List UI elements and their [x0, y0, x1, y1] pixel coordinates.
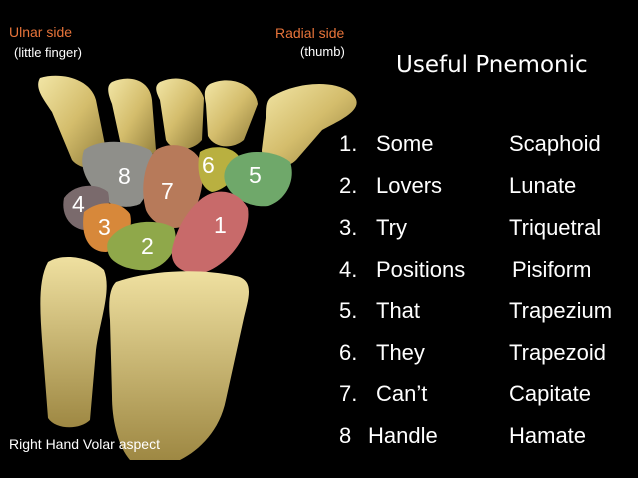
item-number: 3. — [339, 215, 358, 240]
ulnar-side-label: Ulnar side — [9, 24, 73, 40]
item-word: They — [376, 340, 425, 365]
thumb-label: (thumb) — [300, 44, 345, 59]
view-caption: Right Hand Volar aspect — [9, 436, 160, 452]
item-word: Handle — [368, 423, 438, 448]
item-bone: Trapezium — [509, 298, 613, 323]
lunate-bone — [107, 221, 176, 271]
item-word: Can’t — [376, 381, 428, 406]
bone-marker-2: 2 — [141, 233, 154, 259]
bone-marker-7: 7 — [161, 178, 174, 204]
list-item: 5. That — [339, 298, 420, 324]
item-number: 1. — [339, 131, 358, 156]
bone-marker-8: 8 — [118, 163, 131, 189]
list-item: 1. Some — [339, 131, 433, 157]
radius-bone — [109, 271, 249, 460]
item-number: 6. — [339, 340, 358, 365]
item-word: That — [376, 298, 421, 323]
item-bone: Trapezoid — [509, 340, 607, 365]
item-word: Lovers — [376, 173, 443, 198]
item-number: 8 — [339, 423, 352, 448]
item-bone: Triquetral — [509, 215, 602, 240]
bone-marker-3: 3 — [98, 214, 111, 240]
item-bone: Scaphoid — [509, 131, 601, 156]
item-number: 5. — [339, 298, 358, 323]
mnemonic-title: Useful Pnemonic — [396, 52, 588, 78]
item-word: Try — [376, 215, 407, 240]
list-item: 2. Lovers — [339, 173, 442, 199]
list-item: 8 Handle — [339, 423, 438, 449]
ulna-bone — [40, 256, 107, 428]
bone-marker-6: 6 — [202, 152, 215, 178]
bone-marker-4: 4 — [72, 191, 85, 217]
list-item: 3. Try — [339, 215, 407, 241]
item-number: 4. — [339, 257, 358, 282]
capitate-bone — [143, 145, 203, 229]
metacarpals — [38, 75, 357, 169]
scaphoid-bone — [171, 191, 249, 274]
item-bone: Lunate — [509, 173, 577, 198]
bone-marker-1: 1 — [214, 212, 227, 238]
item-bone: Pisiform — [512, 257, 592, 282]
bone-marker-5: 5 — [249, 162, 262, 188]
little-finger-label: (little finger) — [14, 45, 82, 60]
wrist-bones-illustration: 1 2 3 4 5 6 7 8 — [38, 75, 357, 460]
item-number: 2. — [339, 173, 358, 198]
list-item: 6. They — [339, 340, 425, 366]
item-number: 7. — [339, 381, 358, 406]
item-bone: Capitate — [509, 381, 591, 406]
item-word: Positions — [376, 257, 466, 282]
trapezium-bone — [224, 151, 292, 207]
radial-side-label: Radial side — [275, 25, 345, 41]
item-bone: Hamate — [509, 423, 587, 448]
item-word: Some — [376, 131, 434, 156]
list-item: 4. Positions — [339, 257, 465, 283]
list-item: 7. Can’t — [339, 381, 427, 407]
